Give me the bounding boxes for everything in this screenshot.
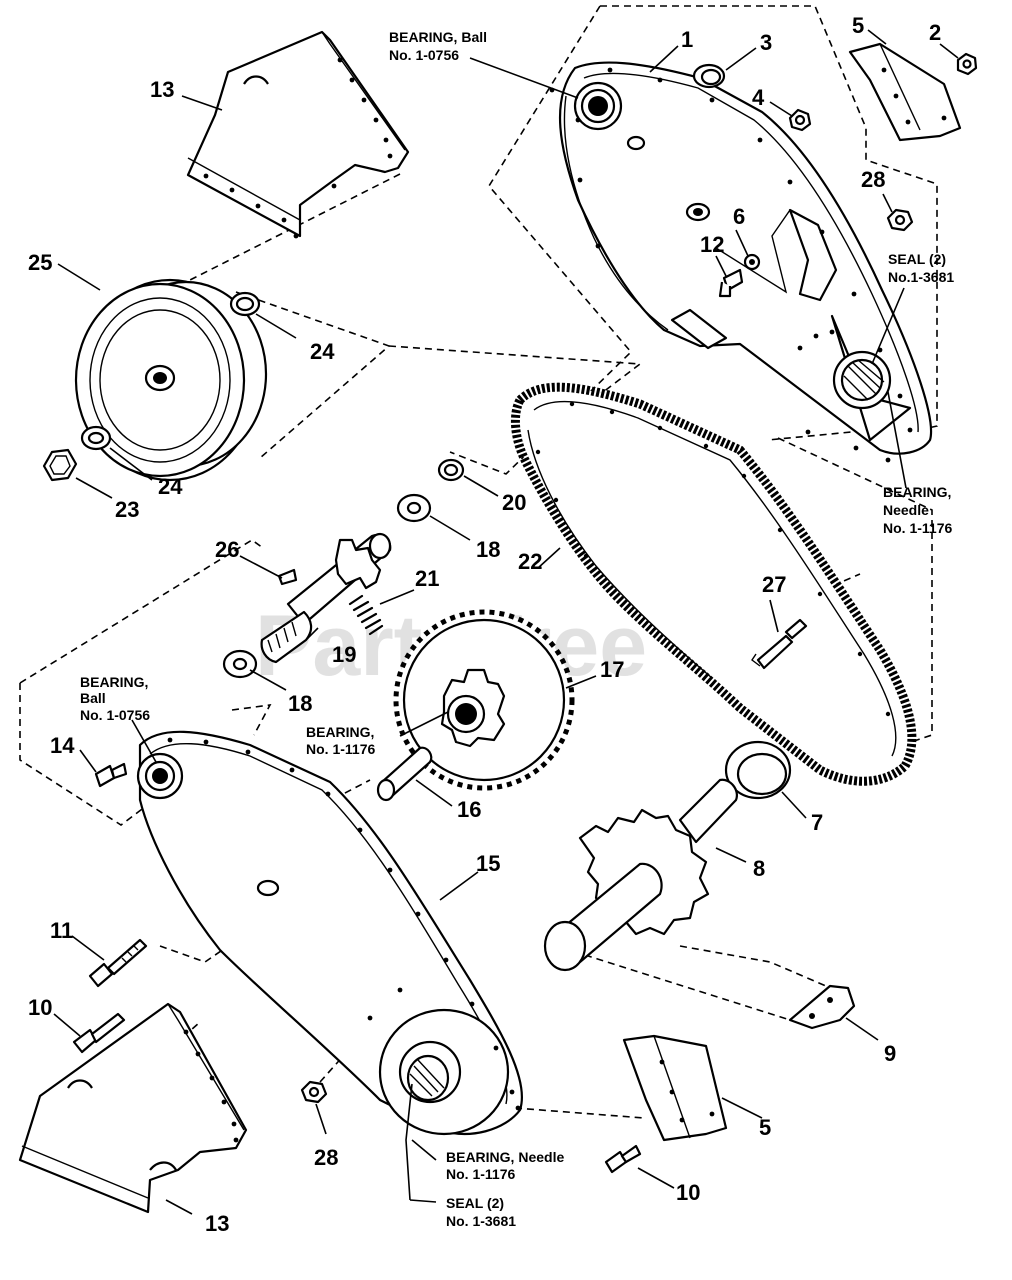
- label-seal-right-line2: No.1-3681: [888, 269, 954, 285]
- axle-8: [543, 778, 738, 972]
- callout-16: 16: [457, 797, 481, 822]
- callout-19: 19: [332, 642, 356, 667]
- callout-28-bottom: 28: [314, 1145, 338, 1170]
- label-needle-bearing-right-line2: Needle: [883, 502, 929, 518]
- callout-26: 26: [215, 537, 239, 562]
- callout-7: 7: [811, 810, 823, 835]
- callout-22: 22: [518, 549, 542, 574]
- label-seal-bottom-line1: SEAL (2): [446, 1195, 504, 1211]
- shield-top: [186, 30, 410, 239]
- sprocket-17: [393, 609, 575, 791]
- callout-14: 14: [50, 733, 75, 758]
- callout-13-bottom: 13: [205, 1211, 229, 1236]
- bolt-14: [94, 762, 128, 788]
- outline-cover-to-shaft: [449, 5, 633, 475]
- pulley-25: [74, 278, 268, 482]
- leader-lines: [53, 29, 959, 1215]
- callout-5-top: 5: [852, 13, 864, 38]
- outline-left-top: [19, 539, 264, 684]
- callout-18-upper: 18: [476, 537, 500, 562]
- callout-20: 20: [502, 490, 526, 515]
- nut-28-top: [886, 208, 914, 232]
- callout-28-top: 28: [861, 167, 885, 192]
- key-26: [277, 568, 298, 586]
- washer-18-upper: [396, 493, 432, 523]
- clip-9: [788, 984, 856, 1030]
- bolt-10-bottom: [604, 1144, 642, 1174]
- sprocket-on-shaft-19: [334, 538, 382, 590]
- callout-6: 6: [733, 204, 745, 229]
- chain-case-lower-15: [136, 730, 524, 1136]
- washer-24-lower: [80, 425, 112, 451]
- callout-18-lower: 18: [288, 691, 312, 716]
- shield-bottom: [18, 1002, 248, 1214]
- outline-washer-18: [231, 704, 272, 736]
- label-ball-bearing-top-line2: No. 1-0756: [389, 47, 459, 63]
- outline-bolt-27: [799, 573, 861, 601]
- callout-2: 2: [929, 20, 941, 45]
- label-seal-bottom-line2: No. 1-3681: [446, 1213, 516, 1229]
- label-ball-bearing-top-line1: BEARING, Ball: [389, 29, 487, 45]
- outline-pulley-cover: [388, 345, 643, 403]
- outline-bracket-bottom: [514, 1107, 645, 1119]
- bracket-5-top: [848, 42, 962, 142]
- label-needle-bearing-bottom-line2: No. 1-1176: [446, 1166, 515, 1182]
- outline-shaft-9: [679, 945, 827, 987]
- label-ball-bearing-left-line3: No. 1-0756: [80, 707, 150, 723]
- nut-4: [788, 108, 812, 132]
- callout-10-bottom: 10: [676, 1180, 700, 1205]
- callout-4: 4: [752, 85, 765, 110]
- label-needle-bearing-bottom-line1: BEARING, Needle: [446, 1149, 564, 1165]
- callout-23: 23: [115, 497, 139, 522]
- stud-27: [751, 618, 808, 670]
- washer-20: [437, 458, 465, 482]
- bolt-10-left: [72, 1012, 126, 1054]
- label-seal-right-line1: SEAL (2): [888, 251, 946, 267]
- callout-12: 12: [700, 232, 724, 257]
- callout-15: 15: [476, 851, 500, 876]
- bolt-12: [718, 268, 744, 298]
- label-needle-bearing-right-line1: BEARING,: [883, 484, 951, 500]
- washer-6: [743, 253, 761, 271]
- callout-24-upper: 24: [310, 339, 335, 364]
- callout-24-lower: 24: [158, 474, 183, 499]
- label-needle-bearing-right-line3: No. 1-1176: [883, 520, 952, 536]
- label-ball-bearing-left-line2: Ball: [80, 690, 106, 706]
- label-sprocket-bearing-line1: BEARING,: [306, 724, 374, 740]
- callout-5-bottom: 5: [759, 1115, 771, 1140]
- callout-17: 17: [600, 657, 624, 682]
- nut-23: [42, 448, 78, 482]
- callout-25: 25: [28, 250, 52, 275]
- callout-13-top: 13: [150, 77, 174, 102]
- bolt-11: [88, 938, 148, 988]
- callout-27: 27: [762, 572, 786, 597]
- outline-lower-left: [19, 683, 155, 826]
- washer-24-upper: [229, 291, 261, 317]
- nut-2: [956, 52, 978, 76]
- callout-1: 1: [681, 27, 693, 52]
- bracket-5-bottom: [622, 1034, 728, 1142]
- callout-9: 9: [884, 1041, 896, 1066]
- outline-shaft-axis: [584, 954, 791, 1021]
- callout-11: 11: [50, 918, 73, 943]
- callout-3: 3: [760, 30, 772, 55]
- seal-7: [724, 740, 792, 800]
- spacer-16: [376, 746, 433, 802]
- callout-8: 8: [753, 856, 765, 881]
- spring-21: [348, 594, 384, 636]
- outline-shield-top: [189, 173, 401, 281]
- label-sprocket-bearing-line2: No. 1-1176: [306, 741, 375, 757]
- label-ball-bearing-left-line1: BEARING,: [80, 674, 148, 690]
- washer-18-lower: [222, 649, 258, 679]
- callout-numbers: 1 2 3 4 5 5 6 7 8 9 10 10 11 12 13 13 14…: [28, 13, 941, 1236]
- callout-21: 21: [415, 566, 439, 591]
- gasket-22: [511, 382, 917, 786]
- nut-28-bottom: [300, 1080, 328, 1104]
- part-labels: BEARING, Ball No. 1-0756 SEAL (2) No.1-3…: [80, 29, 954, 1229]
- callout-10-left: 10: [28, 995, 52, 1020]
- outline-right-mid: [777, 437, 933, 749]
- plug-3: [692, 63, 726, 89]
